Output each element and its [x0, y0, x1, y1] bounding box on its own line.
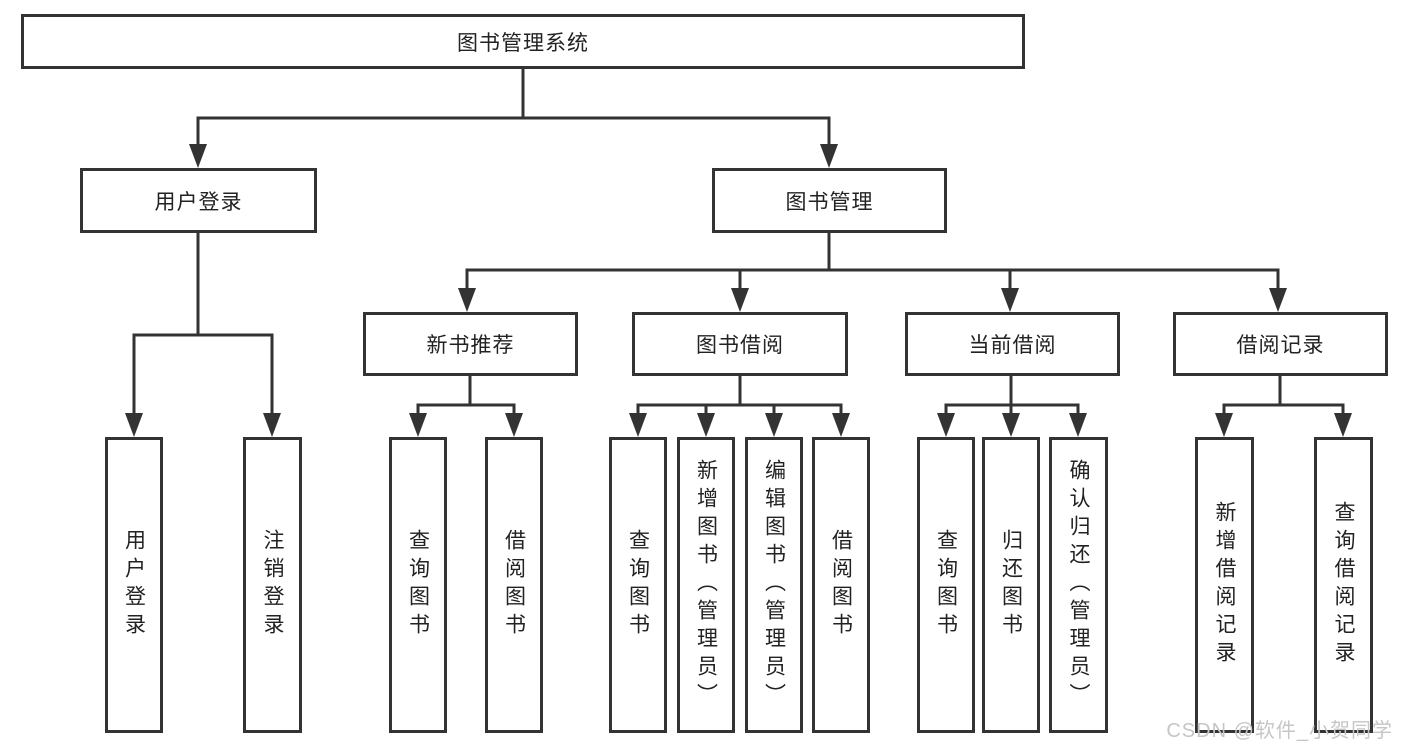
arrowhead-icon: [629, 413, 647, 437]
node-bb-query-books: 查询图书: [609, 437, 667, 733]
node-bb-borrow-books: 借阅图书: [812, 437, 870, 733]
node-leaf-logout: 注销登录: [243, 437, 302, 733]
node-bb-query-books-label: 查询图书: [626, 529, 650, 641]
arrowhead-icon: [125, 413, 143, 437]
node-cb-return-books: 归还图书: [982, 437, 1040, 733]
node-nb-query-books: 查询图书: [389, 437, 447, 733]
connector-new-book-rec-to-leaves: [409, 374, 523, 437]
node-nb-query-books-label: 查询图书: [406, 529, 430, 641]
arrowhead-icon: [1001, 288, 1019, 312]
arrowhead-icon: [505, 413, 523, 437]
node-leaf-logout-label: 注销登录: [261, 529, 284, 641]
node-leaf-user-login-label: 用户登录: [122, 529, 146, 641]
node-nb-borrow-books-label: 借阅图书: [502, 529, 526, 641]
node-cb-confirm-return: 确认归还（管理员）: [1049, 437, 1108, 733]
node-bb-edit-books-label: 编辑图书（管理员）: [762, 459, 786, 711]
connector-current-borrow-to-leaves: [937, 374, 1087, 437]
node-root: 图书管理系统: [21, 14, 1025, 69]
arrowhead-icon: [1002, 413, 1020, 437]
connector-root-to-level2: [189, 67, 838, 168]
node-book-mgmt: 图书管理: [712, 168, 947, 233]
connector-user-login-to-leaves: [125, 230, 281, 437]
node-borrow-records: 借阅记录: [1173, 312, 1388, 376]
connector-book-borrow-to-leaves: [629, 374, 850, 437]
node-leaf-user-login: 用户登录: [105, 437, 163, 733]
node-br-query-record-label: 查询借阅记录: [1332, 501, 1355, 669]
node-book-borrow-label: 图书借阅: [696, 334, 784, 357]
arrowhead-icon: [832, 413, 850, 437]
node-bb-edit-books: 编辑图书（管理员）: [745, 437, 803, 733]
arrowhead-icon: [820, 144, 838, 168]
node-br-add-record-label: 新增借阅记录: [1213, 501, 1236, 669]
node-cb-query-books-label: 查询图书: [934, 529, 958, 641]
connector-borrow-records-to-leaves: [1215, 374, 1352, 437]
node-nb-borrow-books: 借阅图书: [485, 437, 543, 733]
arrowhead-icon: [189, 144, 207, 168]
node-cb-return-books-label: 归还图书: [999, 529, 1023, 641]
connector-book-mgmt-to-level3: [458, 230, 1287, 312]
arrowhead-icon: [409, 413, 427, 437]
node-borrow-records-label: 借阅记录: [1236, 334, 1325, 357]
arrowhead-icon: [1269, 288, 1287, 312]
arrowhead-icon: [1069, 413, 1087, 437]
arrowhead-icon: [697, 413, 715, 437]
node-book-mgmt-label: 图书管理: [785, 190, 874, 214]
node-cb-query-books: 查询图书: [917, 437, 975, 733]
node-bb-add-books-label: 新增图书（管理员）: [694, 459, 718, 711]
node-root-label: 图书管理系统: [457, 31, 589, 55]
arrowhead-icon: [731, 288, 749, 312]
arrowhead-icon: [263, 413, 281, 437]
node-user-login-label: 用户登录: [154, 190, 243, 214]
node-current-borrow-label: 当前借阅: [968, 334, 1057, 357]
arrowhead-icon: [1334, 413, 1352, 437]
node-user-login: 用户登录: [80, 168, 317, 233]
node-new-book-rec: 新书推荐: [363, 312, 578, 376]
arrowhead-icon: [937, 413, 955, 437]
node-bb-borrow-books-label: 借阅图书: [829, 529, 853, 641]
csdn-watermark: CSDN @软件_小贺同学: [1166, 720, 1393, 742]
node-bb-add-books: 新增图书（管理员）: [677, 437, 735, 733]
arrowhead-icon: [765, 413, 783, 437]
node-book-borrow: 图书借阅: [632, 312, 848, 376]
node-br-add-record: 新增借阅记录: [1195, 437, 1254, 733]
node-br-query-record: 查询借阅记录: [1314, 437, 1373, 733]
arrowhead-icon: [458, 288, 476, 312]
node-cb-confirm-return-label: 确认归还（管理员）: [1067, 459, 1090, 711]
node-current-borrow: 当前借阅: [905, 312, 1120, 376]
arrowhead-icon: [1215, 413, 1233, 437]
node-new-book-rec-label: 新书推荐: [426, 334, 515, 357]
